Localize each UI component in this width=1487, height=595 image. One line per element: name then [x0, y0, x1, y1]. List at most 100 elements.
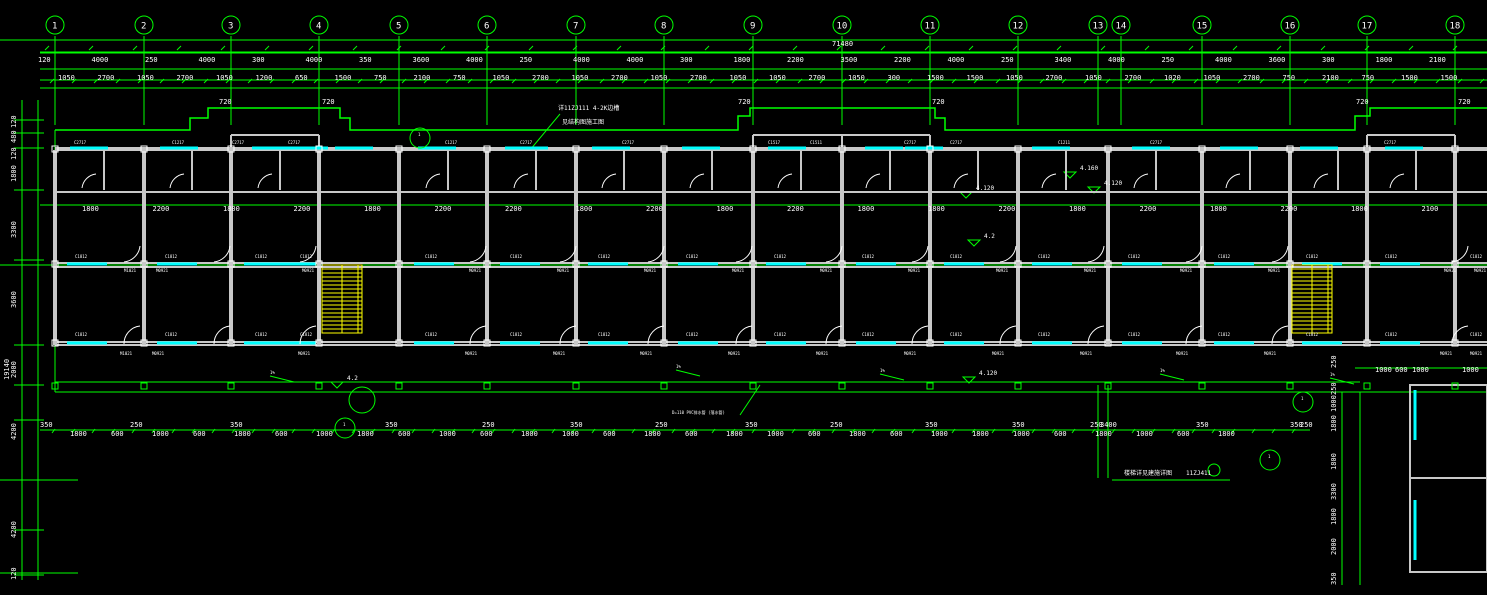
tick [753, 78, 759, 84]
dimension-text: 1050 [651, 74, 668, 82]
tick [471, 428, 476, 434]
setback-text: 720 [932, 98, 945, 106]
door-label: M0921 [640, 351, 653, 356]
bottom-dim-text: 600 [890, 430, 903, 438]
setback-text: 720 [738, 98, 751, 106]
tick [269, 78, 275, 84]
bottom-dim-text: 1800 [234, 430, 251, 438]
window-label: C1812 [510, 254, 523, 259]
door-label: M0921 [904, 351, 917, 356]
tick [247, 78, 253, 84]
parapet-outline [55, 107, 1487, 131]
column [1363, 260, 1371, 268]
tick [1100, 45, 1106, 51]
bottom-dim-text: 600 [193, 430, 206, 438]
tick [971, 428, 976, 434]
axis-bubble [832, 15, 852, 35]
level-text: 4.2 [984, 233, 995, 240]
tick [211, 428, 216, 434]
door-swing [647, 325, 665, 345]
column [51, 339, 59, 347]
dimension-text: 2700 [809, 74, 826, 82]
bottom-dim-text: 350 [1290, 421, 1303, 429]
left-dim-text: 120 [10, 115, 18, 128]
door-label: M0921 [557, 268, 570, 273]
dimension-text: 250 [145, 56, 158, 64]
column [315, 260, 323, 268]
door-label: M0921 [1268, 268, 1281, 273]
door-swing [559, 325, 577, 345]
dimension-text: 2100 [414, 74, 431, 82]
column [1363, 339, 1371, 347]
bottom-dim-text: 1000 [152, 430, 169, 438]
tick [71, 78, 77, 84]
corridor-column [395, 382, 403, 390]
axis-bubble [45, 15, 65, 35]
tick [431, 428, 436, 434]
tick [1251, 428, 1256, 434]
dimension-text: 1050 [137, 74, 154, 82]
corridor-column [1363, 382, 1371, 390]
tick [1479, 78, 1485, 84]
tick [203, 78, 209, 84]
tick [1056, 45, 1062, 51]
window-label: C1812 [1306, 332, 1319, 337]
interior-dim-text: 1800 [223, 205, 240, 213]
right-dim-text: 1800 [1330, 415, 1338, 432]
tick [631, 428, 636, 434]
column [1104, 145, 1112, 153]
dimension-text: 300 [680, 56, 693, 64]
tick [616, 45, 622, 51]
tick [1171, 78, 1177, 84]
dimension-lines [0, 39, 1487, 585]
bottom-dim-text: 1800 [1095, 430, 1112, 438]
door-label: M0921 [465, 351, 478, 356]
window-label: C1812 [75, 332, 88, 337]
section-label: 1 [343, 422, 346, 427]
door-label: M0921 [553, 351, 566, 356]
tick [49, 78, 55, 84]
bottom-dim-text: 350 [1012, 421, 1025, 429]
tick [1039, 78, 1045, 84]
tick [396, 45, 402, 51]
tick [931, 428, 936, 434]
tick [891, 428, 896, 434]
tick [484, 45, 490, 51]
corridor-column [1198, 382, 1206, 390]
tick [313, 78, 319, 84]
bottom-dim-text: 350 [385, 421, 398, 429]
tick [704, 45, 710, 51]
bottom-dim-text: 350 [745, 421, 758, 429]
annex-dim-text: 1000 [1375, 366, 1392, 374]
stair-ref-note: 楼梯详见建施详图 [1124, 469, 1172, 477]
tick [968, 45, 974, 51]
door-label: M1021 [120, 351, 133, 356]
window-label: C1812 [1470, 332, 1483, 337]
axis-label: 15 [1197, 22, 1208, 32]
window-label: C1812 [510, 332, 523, 337]
door-label: M0921 [1080, 351, 1093, 356]
window-label: C2717 [74, 140, 87, 145]
bottom-dim-text: 3400 [1100, 421, 1117, 429]
column [1363, 145, 1371, 153]
dimension-text: 3600 [413, 56, 430, 64]
corridor-column [660, 382, 668, 390]
dimension-text: 4000 [1215, 56, 1232, 64]
dimension-text: 3600 [1269, 56, 1286, 64]
tick [851, 428, 856, 434]
leader-line [739, 384, 761, 416]
bottom-dim-text: 600 [1177, 430, 1190, 438]
corridor-column [838, 382, 846, 390]
toilet-door-swing [1041, 173, 1057, 189]
tick [467, 78, 473, 84]
dimension-text: 650 [295, 74, 308, 82]
dimension-text: 1050 [58, 74, 75, 82]
door-label: M0921 [152, 351, 165, 356]
tick [137, 78, 143, 84]
column [1104, 339, 1112, 347]
tick [291, 78, 297, 84]
section-label: 1 [1301, 396, 1304, 401]
right-dim-text: 1800 [1330, 453, 1338, 470]
door-label: M0921 [156, 268, 169, 273]
total-dimension: 71480 [832, 40, 853, 48]
